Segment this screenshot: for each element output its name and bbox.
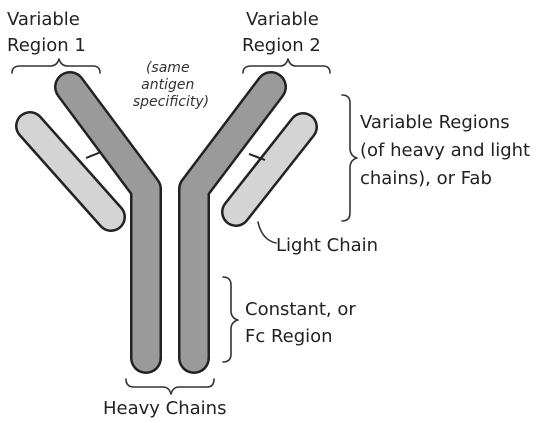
bracket-variable-region-1 xyxy=(12,59,100,73)
bracket-light-chain xyxy=(258,222,276,243)
bracket-constant-region xyxy=(223,277,238,362)
label-light-chain: Light Chain xyxy=(276,235,378,256)
bracket-variable-regions xyxy=(342,95,357,221)
label-variable-regions-fab: Variable Regions (of heavy and light cha… xyxy=(360,112,536,189)
label-same-antigen-specificity: (same antigen specificity) xyxy=(133,60,209,110)
disulfide-link-left xyxy=(86,152,101,158)
label-variable-region-2: Variable Region 2 xyxy=(242,9,325,56)
bracket-heavy-chains xyxy=(126,379,214,394)
label-variable-region-1: Variable Region 1 xyxy=(7,9,86,56)
label-heavy-chains: Heavy Chains xyxy=(103,398,226,419)
bracket-variable-region-2 xyxy=(243,59,330,73)
label-constant-fc-region: Constant, or Fc Region xyxy=(245,299,362,347)
